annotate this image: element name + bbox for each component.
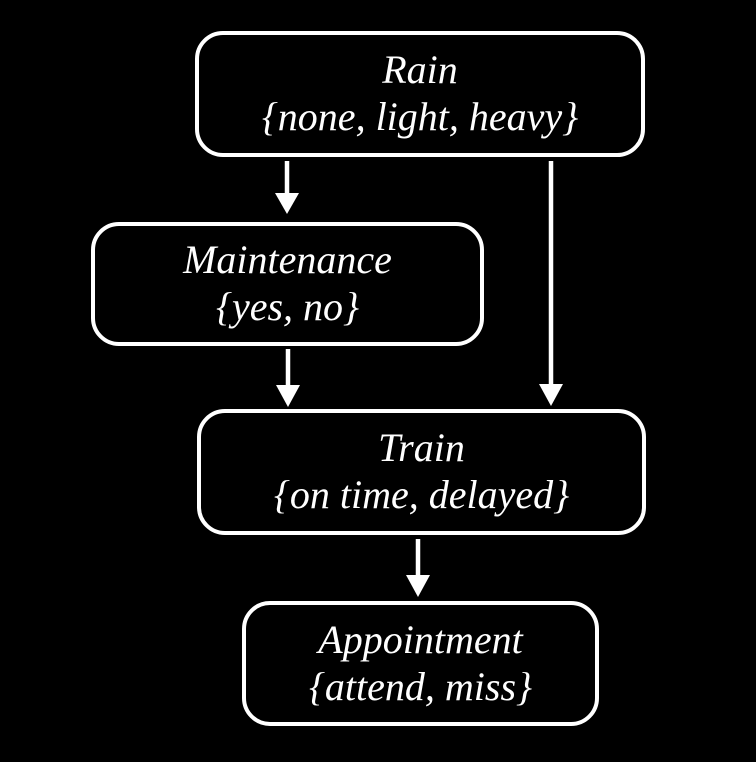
node-rain-values: {none, light, heavy} bbox=[261, 94, 579, 139]
node-maintenance: Maintenance {yes, no} bbox=[91, 222, 484, 346]
edge-rain-to-maintenance-arrowhead-icon bbox=[275, 193, 299, 214]
edge-maintenance-to-train-arrowhead-icon bbox=[276, 385, 300, 407]
node-train: Train {on time, delayed} bbox=[197, 409, 646, 535]
node-maintenance-label: Maintenance bbox=[183, 237, 392, 283]
edge-rain-to-train bbox=[539, 161, 563, 406]
node-appointment: Appointment {attend, miss} bbox=[242, 601, 599, 726]
edge-maintenance-to-train bbox=[276, 349, 300, 407]
edge-train-to-appointment bbox=[406, 539, 430, 597]
node-rain-label: Rain bbox=[382, 47, 458, 93]
node-appointment-label: Appointment bbox=[318, 616, 523, 662]
edge-rain-to-maintenance bbox=[275, 161, 299, 214]
node-maintenance-values: {yes, no} bbox=[215, 284, 360, 329]
node-appointment-values: {attend, miss} bbox=[308, 663, 533, 709]
edge-train-to-appointment-arrowhead-icon bbox=[406, 575, 430, 597]
node-train-label: Train bbox=[378, 425, 465, 471]
edge-rain-to-train-arrowhead-icon bbox=[539, 384, 563, 406]
node-train-values: {on time, delayed} bbox=[273, 472, 570, 517]
node-rain: Rain {none, light, heavy} bbox=[195, 31, 645, 157]
